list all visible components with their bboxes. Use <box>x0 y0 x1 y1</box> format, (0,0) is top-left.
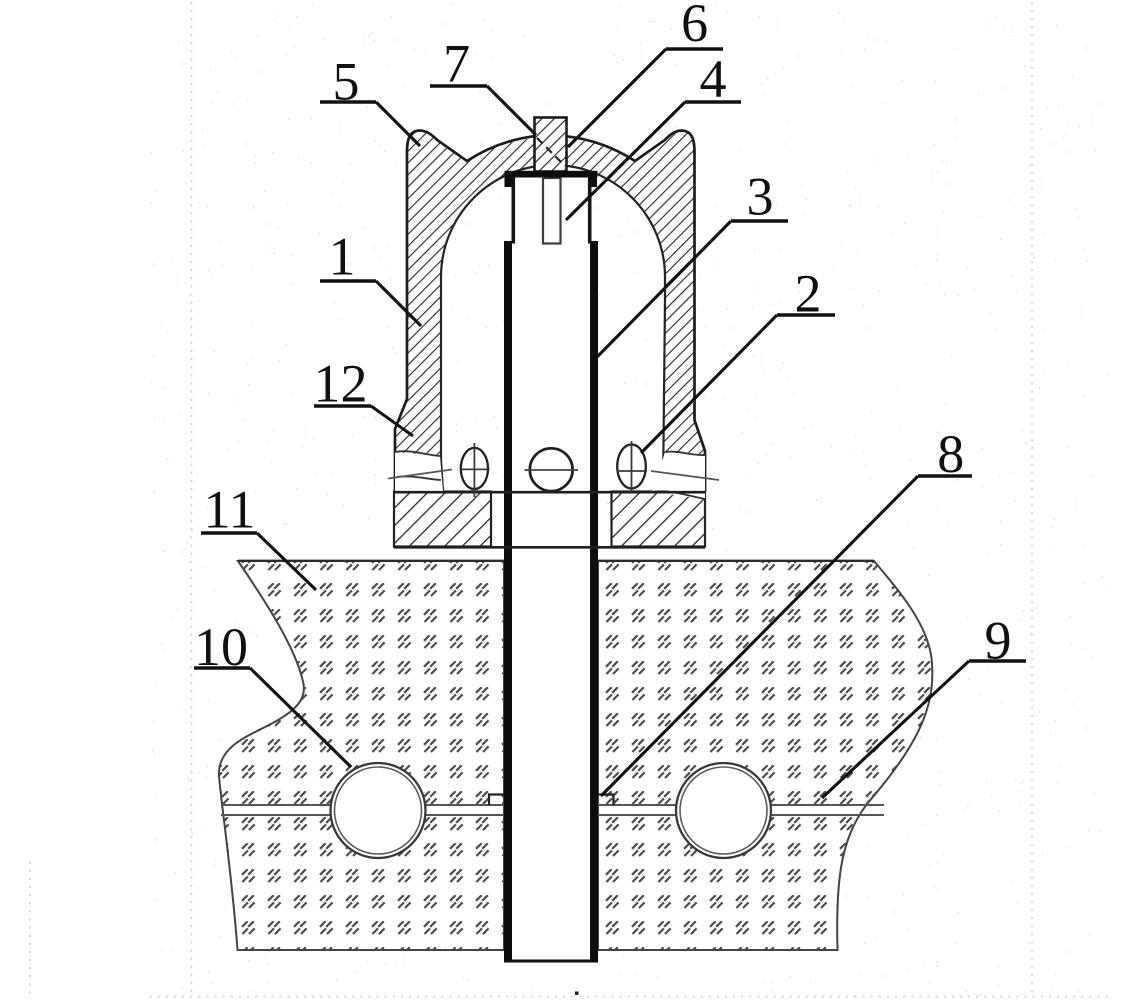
svg-text:3: 3 <box>747 167 774 227</box>
svg-text:1: 1 <box>329 227 356 287</box>
svg-text:10: 10 <box>194 617 248 677</box>
svg-text:12: 12 <box>314 354 368 414</box>
svg-text:9: 9 <box>985 611 1012 671</box>
svg-text:5: 5 <box>333 52 360 112</box>
svg-text:6: 6 <box>681 0 708 53</box>
svg-text:11: 11 <box>204 480 256 540</box>
svg-text:7: 7 <box>443 34 470 94</box>
svg-text:2: 2 <box>795 264 822 324</box>
svg-text:8: 8 <box>937 424 964 484</box>
svg-text:4: 4 <box>700 49 727 109</box>
